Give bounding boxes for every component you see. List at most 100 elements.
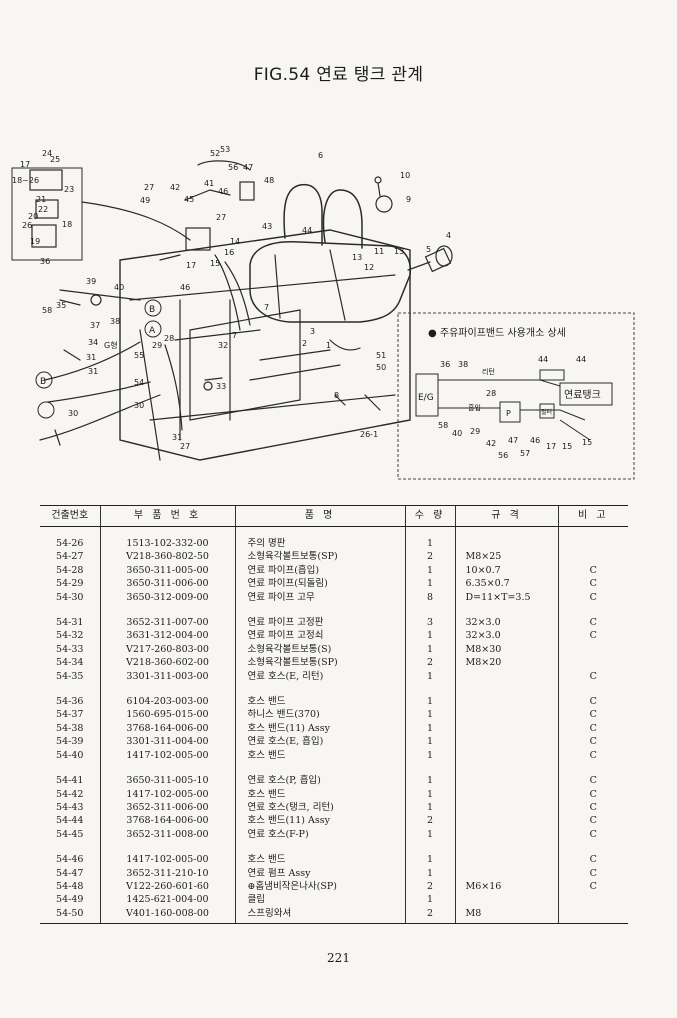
row-quantity: 1 bbox=[404, 866, 455, 880]
part-callout: 43 bbox=[262, 222, 272, 231]
row-remarks: C bbox=[557, 590, 628, 605]
row-specification: M6×16 bbox=[454, 879, 558, 894]
detail-callout: 15 bbox=[582, 438, 592, 447]
row-part-number: 3650-312-009-00 bbox=[99, 590, 235, 605]
row-figure-number: 54-33 bbox=[56, 643, 84, 655]
part-callout: 20 bbox=[28, 212, 38, 221]
row-part-name: 클립 bbox=[234, 893, 405, 907]
detail-callout: 56 bbox=[498, 451, 508, 460]
part-callout: 18 bbox=[62, 220, 72, 229]
part-callout: 19 bbox=[30, 237, 40, 246]
row-figure-number: 54-34 bbox=[56, 657, 84, 669]
row-quantity: 1 bbox=[404, 669, 455, 684]
row-part-name: 소형육각볼트보통(SP) bbox=[234, 550, 405, 564]
row-figure-number: 54-50 bbox=[40, 906, 100, 925]
part-callout: 41 bbox=[204, 179, 214, 188]
part-callout: 12 bbox=[364, 263, 374, 272]
row-part-number: 3650-311-005-10 bbox=[99, 762, 235, 788]
row-quantity: 2 bbox=[404, 906, 455, 925]
row-remarks: C bbox=[557, 669, 628, 684]
part-callout: 45 bbox=[184, 195, 194, 204]
row-remarks: C bbox=[557, 827, 628, 842]
part-callout: 42 bbox=[170, 183, 180, 192]
part-callout: 36 bbox=[40, 257, 50, 266]
row-part-name: 호스 밴드 bbox=[234, 683, 405, 709]
row-part-number: V218-360-802-50 bbox=[99, 550, 235, 564]
row-part-number: 1425-621-004-00 bbox=[99, 893, 235, 907]
row-quantity: 2 bbox=[404, 879, 455, 894]
row-part-name: 호스 밴드(11) Assy bbox=[234, 814, 405, 828]
row-quantity: 1 bbox=[404, 787, 455, 801]
row-specification bbox=[454, 762, 558, 788]
row-figure-number: 54-44 bbox=[56, 815, 84, 827]
detail-callout: 47 bbox=[508, 436, 518, 445]
header-figure-number: 건출번호 bbox=[40, 505, 100, 527]
row-specification: 10×0.7 bbox=[454, 563, 558, 578]
row-quantity: 1 bbox=[404, 735, 455, 749]
part-callout: 51 bbox=[376, 351, 386, 360]
row-figure-number: 54-37 bbox=[56, 709, 84, 721]
row-remarks bbox=[557, 906, 628, 925]
detail-callout: 17 bbox=[546, 442, 556, 451]
filter-label: 필터 bbox=[541, 408, 552, 416]
row-figure-number: 54-43 bbox=[56, 801, 84, 813]
row-part-number: 3301-311-003-00 bbox=[99, 669, 235, 684]
part-callout: 46 bbox=[218, 187, 228, 196]
part-callout: 40 bbox=[114, 283, 124, 292]
row-figure-number: 54-35 bbox=[56, 670, 84, 682]
row-quantity: 8 bbox=[404, 590, 455, 605]
row-remarks: C bbox=[557, 604, 628, 630]
row-specification bbox=[454, 669, 558, 684]
row-part-name: 하니스 밴드(370) bbox=[234, 708, 405, 722]
row-quantity: 1 bbox=[404, 762, 455, 788]
row-remarks bbox=[557, 656, 628, 670]
row-quantity: 1 bbox=[404, 563, 455, 578]
part-callout: 8 bbox=[334, 391, 339, 400]
part-callout: 53 bbox=[220, 145, 230, 154]
row-part-number: 3652-311-008-00 bbox=[99, 827, 235, 842]
row-part-number: 3768-164-006-00 bbox=[99, 814, 235, 828]
row-specification: M8×25 bbox=[454, 550, 558, 564]
row-quantity: 2 bbox=[404, 550, 455, 564]
part-callout: 34 bbox=[88, 338, 98, 347]
engine-label: E/G bbox=[418, 393, 434, 403]
row-figure-number: 54-42 bbox=[56, 788, 84, 800]
row-quantity: 1 bbox=[404, 748, 455, 763]
part-callout: 30 bbox=[68, 409, 78, 418]
row-specification bbox=[454, 893, 558, 907]
row-part-name: 연료 호스(P, 흡입) bbox=[234, 762, 405, 788]
part-callout: 49 bbox=[140, 196, 150, 205]
row-quantity: 1 bbox=[404, 827, 455, 842]
detail-callout: 40 bbox=[452, 429, 462, 438]
detail-callout: 29 bbox=[470, 427, 480, 436]
part-callout: 58 bbox=[42, 306, 52, 315]
part-callout: 10 bbox=[400, 171, 410, 180]
part-callout: 17 bbox=[20, 160, 30, 169]
row-quantity: 1 bbox=[404, 800, 455, 815]
row-remarks bbox=[557, 642, 628, 657]
row-figure-number: 54-29 bbox=[56, 578, 84, 590]
part-callout: 26-1 bbox=[360, 430, 378, 439]
row-quantity: 1 bbox=[404, 841, 455, 867]
part-callout: 5 bbox=[426, 245, 431, 254]
row-quantity: 1 bbox=[404, 577, 455, 591]
return-line-label: 리턴 bbox=[482, 367, 495, 376]
row-specification bbox=[454, 708, 558, 722]
part-callout: 27 bbox=[180, 442, 190, 451]
detail-callout: 28 bbox=[486, 389, 496, 398]
row-part-name: 주의 명판 bbox=[234, 526, 405, 551]
row-remarks: C bbox=[557, 866, 628, 880]
